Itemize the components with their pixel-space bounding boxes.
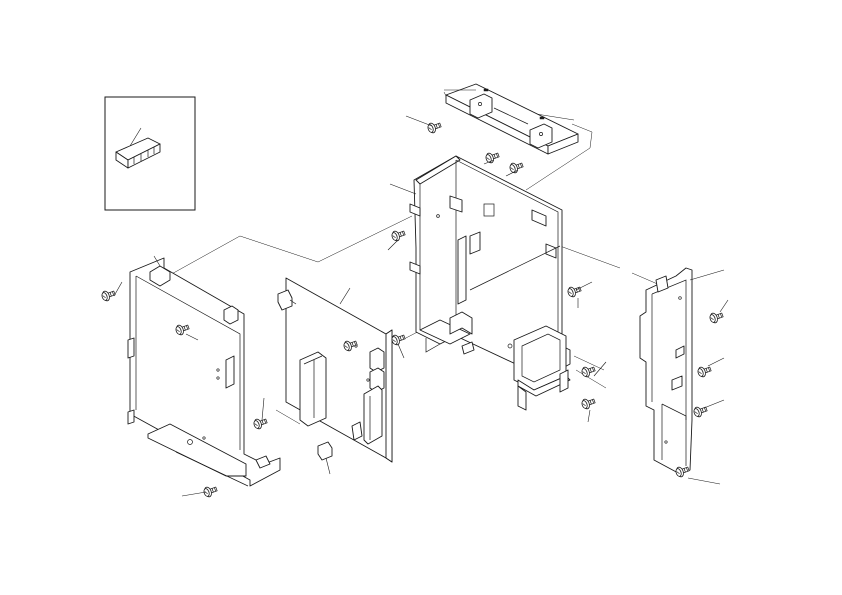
screw-icon [696,363,713,379]
callout-leader [505,169,519,177]
screw-icon [692,403,709,419]
right-side-bracket-part-icon [639,267,693,475]
screw-icon [390,331,407,347]
callout-leader [575,281,593,291]
screw-icon [580,395,597,411]
callout-leader [181,491,207,497]
screw-icon [426,119,443,135]
callout-leader [387,239,399,251]
screw-icon [708,309,725,325]
screw-icon [390,227,407,243]
callout-leader [707,357,725,367]
inset-cover-part-icon [115,137,161,169]
callout-leader [405,115,433,127]
screw-icon [484,149,501,165]
callout-leader [593,361,607,377]
callout-leader [689,269,725,281]
left-cover-plate-part-icon [127,257,281,487]
screw-icon [252,415,269,431]
callout-leader [719,299,729,313]
callout-leader [185,333,199,341]
callout-leader [483,159,495,165]
callout-leader [129,127,142,147]
callout-leader [587,409,591,423]
top-bracket-part-icon [445,83,579,155]
callout-leader [113,281,123,297]
callout-leaders [113,115,729,497]
screw-icon [508,159,525,175]
main-frame-part-icon [409,155,571,411]
callout-leader [687,477,721,485]
callout-leader [261,397,265,421]
inset-detail-box [104,96,196,211]
screw-icon [202,483,219,499]
screw-icon [566,283,583,299]
callout-leader [389,183,417,195]
screw-icon [580,363,597,379]
circuit-board-part-icon [277,277,393,463]
callout-leader [325,457,331,475]
callout-leader [153,255,161,267]
callout-leader [703,399,725,409]
screw-icon [100,287,117,303]
callout-leader [339,287,351,305]
callout-leader [397,343,405,359]
